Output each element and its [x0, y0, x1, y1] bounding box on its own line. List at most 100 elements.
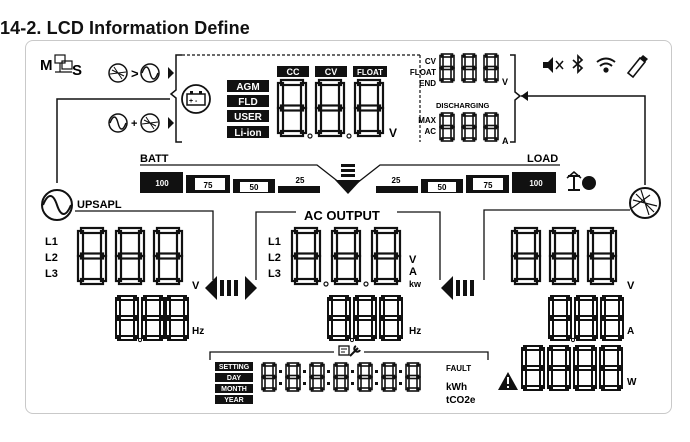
ac-output-phase-l3: L3	[268, 268, 281, 280]
grid-sine-icon	[108, 113, 128, 133]
pv-connector-line	[521, 95, 646, 185]
label-fault: FAULT	[446, 364, 471, 373]
status-max: MAX	[418, 116, 436, 125]
plus-symbol: +	[131, 118, 137, 130]
pv-power-unit: W	[627, 377, 637, 388]
ac-output-line-left	[255, 211, 296, 280]
ac-output-voltage-display: V A kw	[290, 226, 422, 289]
grid-connector-line	[56, 98, 170, 183]
battery-type-user: USER	[234, 112, 263, 123]
charge-mode-cv: CV	[325, 67, 338, 77]
load-level-50: 50	[438, 183, 447, 192]
load-icon	[566, 171, 596, 191]
info-units: FAULT kWh tCO2e	[446, 364, 476, 406]
input-frequency-unit: Hz	[192, 326, 204, 337]
charge-status-display: CV FLOAT END V DISCHARGING MAX AC A	[410, 53, 509, 146]
load-level-75: 75	[484, 181, 493, 190]
page-title: 14-2. LCD Information Define	[0, 18, 250, 38]
pv-current-display: A	[548, 295, 634, 343]
load-level-100: 100	[529, 179, 543, 188]
label-tco2e: tCO2e	[446, 395, 476, 406]
lcd-panel-frame	[25, 40, 672, 414]
battery-voltage-display: V	[276, 78, 397, 140]
pv-power-display: W	[521, 345, 637, 391]
flow-arrow-left-icon	[205, 276, 257, 300]
arrow-right-small-icon	[168, 67, 174, 79]
ac-output-frequency-unit: Hz	[409, 326, 421, 337]
status-discharging: DISCHARGING	[436, 101, 490, 110]
input-line	[75, 210, 214, 280]
input-voltage-unit: V	[192, 280, 200, 292]
pv-voltage-display: V	[510, 226, 635, 292]
label-setting: SETTING	[219, 364, 250, 371]
bracket-right	[510, 54, 522, 143]
grid-plus-pv-indicator: +	[108, 113, 174, 133]
pv-current-unit: A	[627, 326, 634, 337]
battery-level-bar: 100 75 50 25	[140, 172, 320, 193]
bluetooth-icon	[572, 53, 584, 75]
charge-mode-labels: CC CV FLOAT	[277, 66, 387, 77]
logo-m: M	[40, 57, 53, 74]
pv-voltage-unit: V	[627, 280, 635, 292]
pv-input-icon	[629, 187, 661, 219]
batt-label: BATT	[140, 153, 169, 165]
load-line	[356, 164, 560, 184]
ac-output-line-right	[397, 211, 441, 280]
date-labels: SETTING DAY MONTH YEAR	[215, 362, 253, 404]
ac-output-frequency-display: Hz	[327, 295, 421, 343]
batt-level-25: 25	[296, 176, 305, 185]
batt-level-100: 100	[155, 179, 169, 188]
load-level-25: 25	[392, 176, 401, 185]
battery-type-li-ion: Li-ion	[234, 128, 261, 139]
mute-icon	[543, 57, 564, 73]
label-year: YEAR	[224, 397, 243, 404]
pv-to-grid-indicator: >	[108, 63, 174, 83]
info-panel-bracket	[209, 351, 489, 360]
usb-icon	[626, 55, 648, 79]
battery-flow-icon	[335, 164, 361, 194]
input-voltage-display: V	[76, 226, 200, 292]
ac-output-unit-a: A	[409, 266, 417, 278]
wifi-icon	[596, 57, 616, 73]
status-current-unit: A	[502, 136, 509, 146]
input-frequency-display: Hz	[115, 295, 204, 343]
battery-type-agm: AGM	[236, 82, 259, 93]
svg-text:+ -: + -	[189, 98, 198, 105]
grid-input-icon	[41, 189, 73, 221]
status-voltage-unit: V	[502, 77, 508, 87]
label-kwh: kWh	[446, 382, 467, 393]
input-phase-l2: L2	[45, 252, 58, 264]
status-end: END	[419, 79, 436, 88]
greater-than-symbol: >	[131, 66, 139, 81]
label-day: DAY	[227, 375, 241, 382]
batt-level-75: 75	[204, 181, 213, 190]
input-label: UPSAPL	[77, 199, 122, 211]
input-phase-labels: L1 L2 L3	[45, 236, 58, 280]
load-label: LOAD	[527, 153, 558, 165]
network-icon	[54, 54, 73, 73]
solar-icon	[140, 113, 160, 133]
bracket-left	[169, 54, 182, 143]
grid-sine-icon	[140, 63, 160, 83]
status-cv: CV	[425, 57, 437, 66]
batt-level-50: 50	[250, 183, 259, 192]
warning-icon	[498, 372, 518, 390]
ac-output-phase-labels: L1 L2 L3	[268, 236, 281, 280]
battery-voltage-unit: V	[389, 126, 397, 140]
wrench-icon	[338, 345, 361, 357]
battery-type-list: AGM FLD USER Li-ion	[227, 80, 269, 139]
battery-type-fld: FLD	[238, 97, 257, 108]
batt-line	[140, 164, 341, 184]
solar-icon	[108, 63, 128, 83]
charge-mode-cc: CC	[287, 67, 300, 77]
top-right-status-icons	[543, 53, 648, 79]
charge-mode-float: FLOAT	[357, 68, 383, 77]
status-ac: AC	[424, 127, 436, 136]
logo-s: S	[72, 62, 82, 79]
ac-output-unit-v: V	[409, 254, 417, 266]
ac-output-phase-l1: L1	[268, 236, 281, 248]
load-level-bar: 25 50 75 100	[376, 172, 556, 193]
battery-icon: + -	[181, 84, 211, 114]
ac-output-phase-l2: L2	[268, 252, 281, 264]
